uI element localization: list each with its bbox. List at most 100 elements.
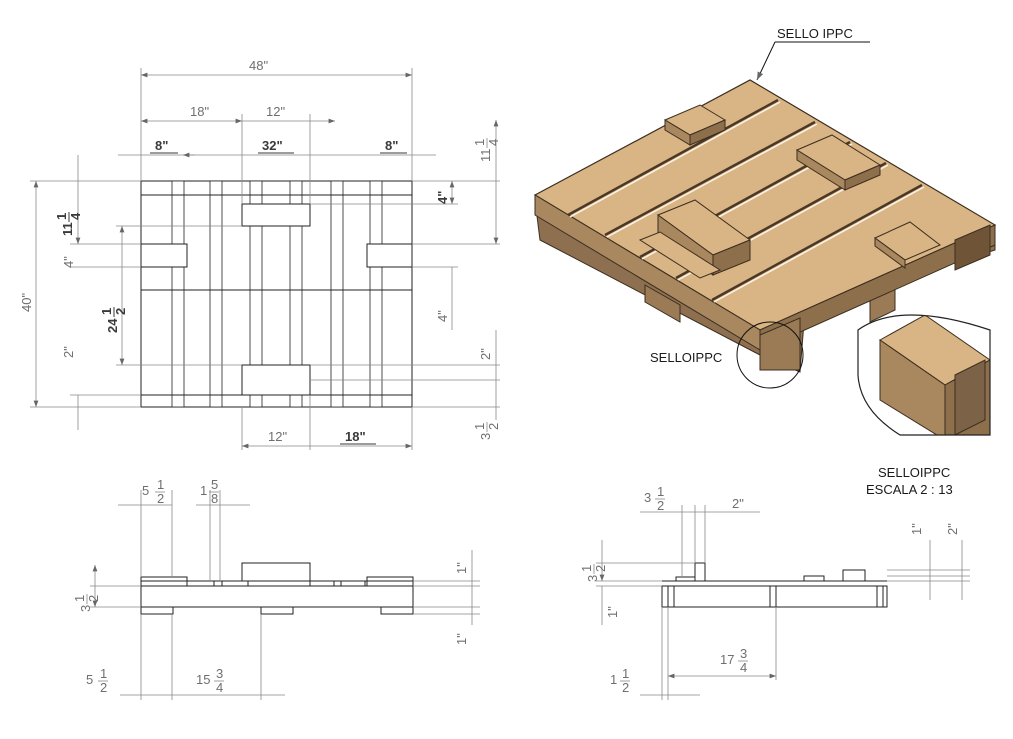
front-center-block	[241, 562, 311, 582]
svg-text:1: 1	[72, 595, 87, 602]
side-tall-block	[694, 562, 706, 582]
svg-text:3: 3	[78, 605, 93, 612]
dim-2-side-top: 2"	[732, 496, 744, 511]
iso-top-block-2	[795, 134, 882, 191]
svg-text:1": 1"	[605, 606, 620, 618]
svg-text:1: 1	[200, 483, 207, 498]
svg-text:24: 24	[105, 318, 120, 333]
svg-text:2: 2	[657, 498, 664, 513]
svg-text:2": 2"	[61, 346, 76, 358]
svg-text:15: 15	[196, 672, 210, 687]
front-deck	[140, 585, 414, 608]
svg-text:4": 4"	[435, 310, 450, 322]
svg-text:2: 2	[86, 595, 101, 602]
svg-text:4": 4"	[61, 256, 76, 268]
dim-5-half-bottom: 5 1 2	[86, 666, 108, 695]
svg-text:2": 2"	[945, 523, 960, 535]
dim-2-left: 2"	[61, 346, 76, 358]
svg-text:1: 1	[622, 666, 629, 681]
svg-text:4: 4	[740, 660, 747, 675]
svg-text:1: 1	[472, 139, 487, 146]
dim-1-side-left: 1"	[605, 606, 620, 618]
svg-text:11: 11	[478, 149, 493, 163]
svg-text:3: 3	[478, 433, 493, 440]
dim-12-bottom: 12"	[268, 429, 287, 444]
dim-3-half-side-top: 3 1 2	[644, 484, 665, 513]
dim-4-left: 4"	[61, 256, 76, 268]
dim-32: 32"	[262, 138, 283, 153]
svg-text:8: 8	[211, 491, 218, 506]
svg-text:2: 2	[593, 565, 608, 572]
dim-2-right: 2"	[478, 348, 493, 360]
dim-2-side-right: 2"	[945, 523, 960, 535]
iso-top-block-4	[638, 231, 722, 279]
svg-text:2: 2	[157, 491, 164, 506]
svg-text:2: 2	[622, 680, 629, 695]
dim-4-bold-right: 4"	[435, 191, 450, 204]
svg-text:11: 11	[60, 222, 75, 236]
stamp-detail-circle	[736, 321, 804, 389]
isometric-view: SELLOIPPC SELLO IPPC	[533, 26, 997, 389]
label-selloippc: SELLOIPPC	[650, 350, 722, 365]
top-block-lower-center	[241, 364, 311, 396]
dim-18-bottom: 18"	[345, 429, 366, 444]
svg-text:1": 1"	[454, 562, 469, 574]
svg-text:2: 2	[486, 423, 501, 430]
dim-11-quarter-right: 11 1 4	[472, 138, 501, 162]
svg-text:1: 1	[472, 423, 487, 430]
svg-text:1: 1	[610, 672, 617, 687]
side-view: 3 1 2 2" 3 1 2 1" 1" 2"	[579, 484, 970, 700]
dim-12-top: 12"	[266, 104, 285, 119]
dim-17-three-quarters: 17 3 4	[720, 646, 748, 675]
svg-text:4: 4	[216, 680, 223, 695]
svg-text:5: 5	[211, 477, 218, 492]
svg-text:5: 5	[86, 672, 93, 687]
dim-8-left: 8"	[155, 138, 168, 153]
dim-4-right: 4"	[435, 310, 450, 322]
svg-text:17: 17	[720, 652, 734, 667]
top-view: 48" 18" 12" 8" 32" 8" 11 1 4 4"	[19, 58, 501, 450]
dim-8-right: 8"	[385, 138, 398, 153]
svg-text:2": 2"	[478, 348, 493, 360]
svg-text:3: 3	[216, 666, 223, 681]
dim-18-top: 18"	[190, 104, 209, 119]
svg-text:1: 1	[100, 666, 107, 681]
label-sello-ippc: SELLO IPPC	[777, 26, 853, 41]
svg-text:2: 2	[113, 308, 128, 315]
dim-11-quarter-left: 11 1 4	[54, 212, 83, 236]
dim-40: 40"	[19, 293, 34, 312]
iso-deck-top	[533, 79, 997, 331]
dim-5-half-top: 5 1 2	[142, 477, 165, 506]
dim-3-half-right: 3 1 2	[472, 422, 501, 440]
dim-48: 48"	[249, 58, 268, 73]
top-view-boards	[141, 180, 412, 408]
svg-text:3: 3	[644, 490, 651, 505]
dim-1-front-top: 1"	[454, 562, 469, 574]
svg-text:1: 1	[99, 308, 114, 315]
dim-24-half: 24 1 2	[99, 307, 128, 333]
iso-top-block-5	[874, 221, 941, 269]
svg-text:1: 1	[157, 477, 164, 492]
dim-1-five-eighths: 1 5 8	[200, 477, 219, 506]
svg-text:1": 1"	[454, 633, 469, 645]
detail-title: SELLOIPPC	[878, 465, 950, 480]
svg-text:3: 3	[740, 646, 747, 661]
svg-text:2: 2	[100, 680, 107, 695]
svg-text:1: 1	[579, 565, 594, 572]
svg-text:40": 40"	[19, 293, 34, 312]
top-block-right	[366, 243, 413, 268]
top-block-left	[140, 243, 188, 268]
front-view: 5 1 2 1 5 8 3 1 2 1" 1"	[72, 477, 480, 700]
dim-15-three-quarters: 15 3 4	[196, 666, 224, 695]
dim-1-side-right: 1"	[909, 523, 924, 535]
svg-text:4: 4	[486, 139, 501, 146]
dim-1-half-side-bottom: 1 1 2	[610, 666, 630, 695]
svg-text:1: 1	[54, 213, 69, 220]
iso-top-block-1	[663, 104, 727, 146]
svg-text:1": 1"	[909, 523, 924, 535]
detail-view: SELLOIPPC ESCALA 2 : 13	[857, 314, 991, 497]
detail-scale: ESCALA 2 : 13	[866, 482, 953, 497]
svg-text:3: 3	[585, 575, 600, 582]
svg-text:4: 4	[68, 212, 83, 220]
svg-text:4": 4"	[435, 191, 450, 204]
